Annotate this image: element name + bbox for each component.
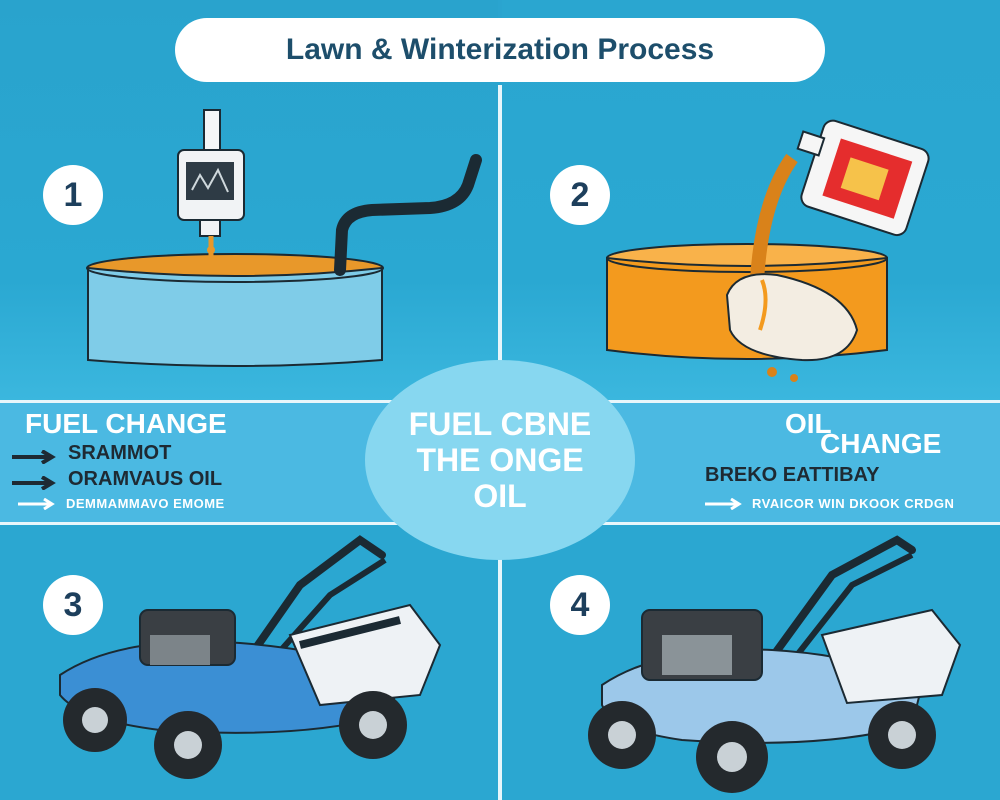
oil-change-title-b: CHANGE: [820, 428, 942, 459]
title-banner: Lawn & Winterization Process: [175, 18, 825, 82]
step-4-panel: [502, 525, 1000, 800]
oil-bottle-drip-illustration: [86, 109, 482, 367]
step-3-panel: [0, 525, 498, 800]
oil-change-line-1: BREKO EATTIBAY: [705, 464, 880, 486]
step-1-badge: 1: [43, 165, 103, 225]
page-title: Lawn & Winterization Process: [285, 33, 715, 66]
arrow-icon: [18, 498, 55, 510]
oil-jug-pour-illustration: [606, 119, 930, 382]
arrow-icon: [705, 498, 742, 510]
blue-lawn-mower-illustration: [59, 535, 442, 779]
center-badge: FUEL CBNE THE ONGE OIL: [365, 360, 635, 560]
fuel-change-line-1: SRAMMOT: [68, 442, 172, 464]
oil-change-line-2: RVAICOR WIN DKOOK CRDGN: [752, 496, 955, 511]
fuel-change-line-2: ORAMVAUS OIL: [68, 468, 223, 490]
oil-change-title-a: OIL: [785, 408, 832, 439]
step-4-badge: 4: [550, 575, 610, 635]
step-2-badge: 2: [550, 165, 610, 225]
center-line-2: THE ONGE: [416, 442, 584, 478]
arrow-icon: [12, 476, 56, 490]
fuel-change-title: FUEL CHANGE: [25, 408, 227, 439]
center-line-1: FUEL: [408, 406, 492, 442]
fuel-change-line-3: DEMMAMMAVO EMOME: [66, 496, 225, 511]
step-3-badge: 3: [43, 575, 103, 635]
arrow-icon: [12, 450, 56, 464]
center-line-3: OIL: [473, 478, 527, 514]
center-line-1b: CBNE: [500, 406, 592, 442]
gray-lawn-mower-illustration: [588, 535, 962, 793]
